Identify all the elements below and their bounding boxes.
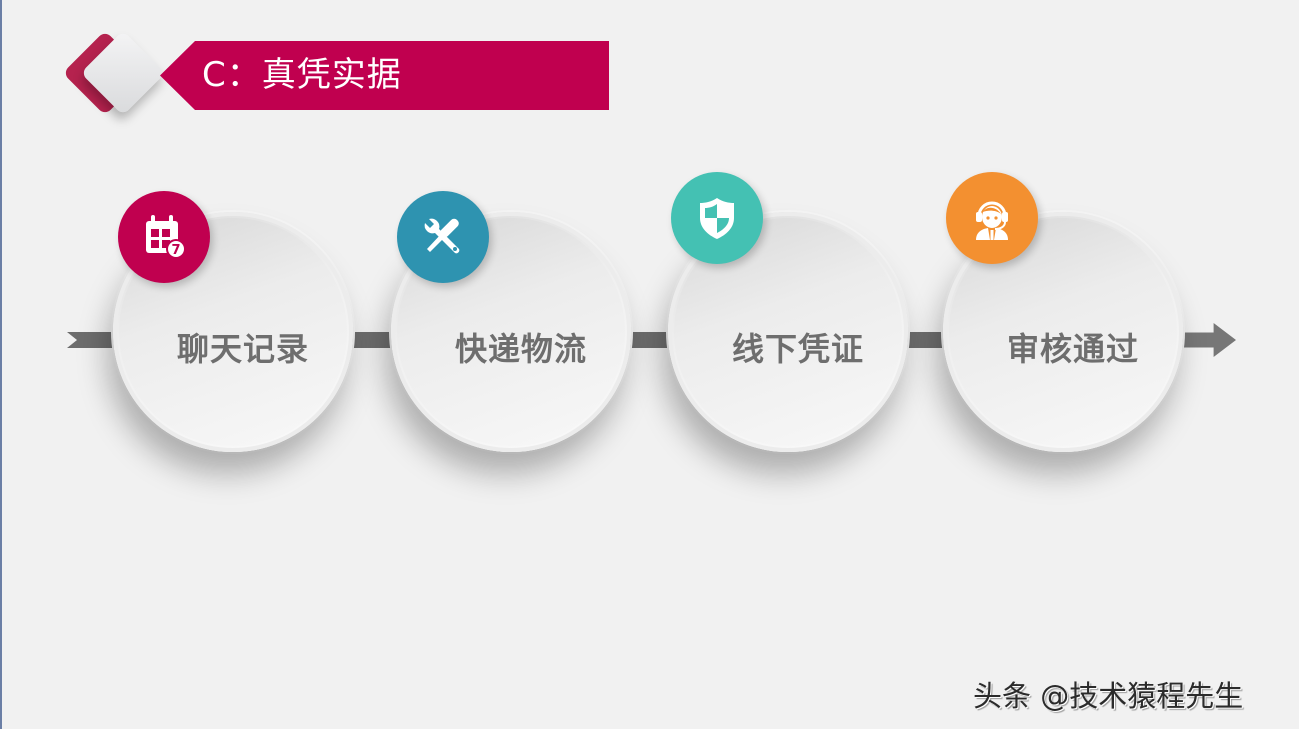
page-title: C：真凭实据 <box>202 55 402 95</box>
step-badge-tools <box>397 191 489 283</box>
svg-text:7: 7 <box>171 243 180 258</box>
step-badge-shield <box>671 172 763 264</box>
step-label: 快递物流 <box>454 330 587 368</box>
arrow-right-icon <box>1180 323 1236 357</box>
title-banner <box>160 41 609 110</box>
calendar-icon: 7 <box>146 215 186 259</box>
shield-icon <box>700 198 734 239</box>
step-label: 审核通过 <box>1006 330 1139 368</box>
step-badge-calendar: 7 <box>118 191 210 283</box>
tools-icon <box>424 218 460 254</box>
slide-left-border <box>0 0 2 729</box>
customer-service-icon <box>976 201 1008 240</box>
timeline-tail <box>67 332 117 348</box>
step-label: 线下凭证 <box>731 330 864 368</box>
watermark: 头条 @技术猿程先生 <box>973 679 1244 713</box>
timeline-connector-1 <box>350 332 395 348</box>
step-badge-support <box>946 172 1038 264</box>
timeline-connector-3 <box>905 332 947 348</box>
step-label: 聊天记录 <box>176 330 309 368</box>
timeline-connector-2 <box>628 332 672 348</box>
